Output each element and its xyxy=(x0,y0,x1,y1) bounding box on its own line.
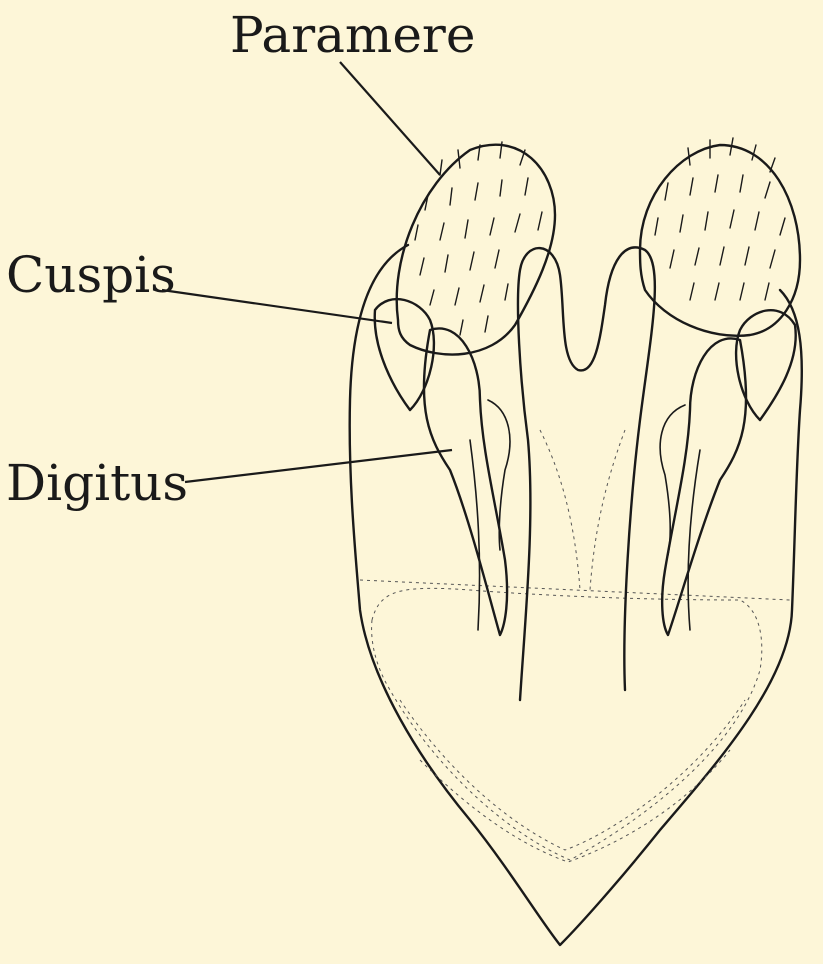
left-setae xyxy=(415,142,542,335)
aedeagus-inner-left xyxy=(540,430,580,590)
basal-inner-dashed xyxy=(400,700,745,850)
capsule-outline xyxy=(350,245,802,945)
left-digitus xyxy=(424,328,507,635)
paramere-label: Paramere xyxy=(230,6,475,64)
transverse-dashed xyxy=(360,580,790,600)
cuspis-label: Cuspis xyxy=(6,246,176,304)
basal-piece-dashed xyxy=(372,588,762,860)
right-digitus xyxy=(662,338,746,635)
right-paramere xyxy=(640,145,800,336)
aedeagus-inner-right xyxy=(590,430,625,590)
basal-inner-dashed-2 xyxy=(420,750,730,862)
cuspis-leader xyxy=(162,290,392,323)
left-digitus-hook xyxy=(488,400,510,550)
paramere-leader xyxy=(340,62,440,175)
digitus-label: Digitus xyxy=(6,454,188,512)
digitus-leader xyxy=(185,450,452,482)
aedeagus xyxy=(518,247,655,700)
